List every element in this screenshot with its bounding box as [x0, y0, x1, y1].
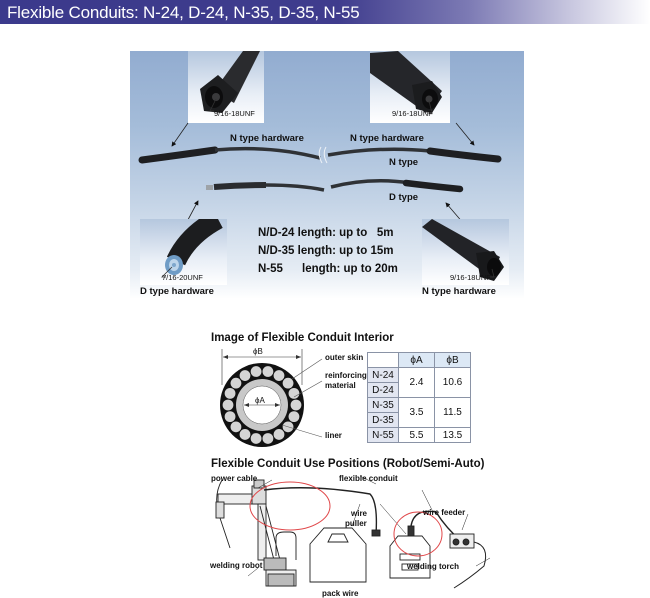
reinforcing-bead	[224, 387, 236, 399]
d-type-label: D type	[389, 192, 419, 203]
thread-spec-label: 7/16-20UNF	[162, 273, 203, 282]
material-label: material	[325, 381, 356, 390]
flexible-conduit-line	[263, 487, 378, 535]
reinforcing-bead	[290, 399, 302, 411]
model-cell: N-24	[367, 367, 399, 383]
table-row: N-24 2.4 10.6	[367, 367, 471, 398]
interior-section-title: Image of Flexible Conduit Interior	[211, 332, 394, 344]
reinforcing-bead	[288, 411, 300, 423]
pack-wire-label: pack wire	[322, 589, 359, 598]
title-bar: Flexible Conduits: N-24, D-24, N-35, D-3…	[0, 0, 650, 24]
reinforcing-bead	[222, 399, 234, 411]
reinforcing-bead	[288, 387, 300, 399]
inset-d-hardware-bottom-left: 7/16-20UNF	[140, 219, 227, 285]
arrow	[455, 122, 475, 146]
model: N-55	[258, 263, 283, 275]
page-title: Flexible Conduits: N-24, D-24, N-35, D-3…	[7, 3, 360, 22]
length-spec-row: N/D-24 length: up to 5m	[258, 227, 394, 239]
reinforcing-bead	[262, 366, 274, 377]
model-cell: N-55	[367, 427, 399, 443]
welding-robot-drawing	[215, 479, 297, 587]
header-cell: ϕB	[434, 352, 471, 368]
reinforcing-bead	[262, 433, 274, 444]
wire-puller-label: puller	[345, 519, 367, 528]
reinforcing-beads	[222, 366, 302, 444]
phi-a-label: ϕA	[255, 396, 265, 405]
n-type-label: N type	[389, 157, 419, 168]
thread-spec-label: 9/16-18UNF	[214, 109, 255, 118]
conduit-cross-section-diagram	[220, 349, 323, 447]
thread-spec-label: 9/16-18UNF	[392, 109, 433, 118]
length-value: 15m	[370, 245, 394, 257]
arrow	[171, 122, 189, 147]
wire-feeder-label: wire feeder	[423, 508, 466, 517]
phi-a-cell: 2.4	[398, 367, 435, 398]
n-hardware-photo	[422, 219, 504, 281]
reinforcing-bead	[239, 429, 251, 440]
reinforcing-label: reinforcing	[325, 371, 367, 380]
model-cell: D-35	[367, 412, 399, 428]
model: N/D-24	[258, 227, 295, 239]
header-cell: ϕA	[398, 352, 435, 368]
use-positions-diagram	[215, 475, 490, 589]
wire-puller-label: wire	[351, 509, 368, 518]
length-spec-row: N/D-35 length: up to 15m	[258, 245, 394, 257]
reinforcing-bead	[224, 411, 236, 423]
reinforcing-bead	[239, 370, 251, 381]
reinforcing-bead	[273, 429, 285, 440]
phi-b-label: ϕB	[253, 347, 263, 356]
reinforcing-bead	[273, 370, 285, 381]
model-cell: N-35	[367, 397, 399, 413]
dimension-table: ϕA ϕB N-24 2.4 10.6 D-24 N-35 3.5 11.5 D…	[367, 352, 471, 443]
flexible-conduit-label: flexible conduit	[339, 474, 398, 483]
phi-a-cell: 5.5	[398, 427, 435, 443]
n-type-hardware-label: N type hardware	[350, 133, 424, 144]
n-type-hardware-label: N type hardware	[422, 286, 496, 297]
pack-wire-drum	[309, 527, 381, 583]
inset-n-hardware-bottom-right: 9/16-18UNF	[422, 219, 509, 285]
reinforcing-bead	[250, 366, 262, 377]
phi-a-cell: 3.5	[398, 397, 435, 428]
n-hardware-photo	[370, 51, 442, 114]
length-value: 20m	[374, 263, 398, 275]
n-type-conduit	[138, 146, 502, 164]
phi-b-cell: 13.5	[434, 427, 471, 443]
d-type-hardware-label: D type hardware	[140, 286, 214, 297]
conduit-photo-panel: 9/16-18UNF 9/16-18UNF	[130, 51, 524, 299]
header-cell	[367, 352, 399, 368]
power-cable-label: power cable	[211, 474, 258, 483]
reinforcing-bead	[230, 377, 242, 389]
d-type-conduit	[206, 179, 464, 193]
reinforcing-bead	[282, 377, 294, 389]
thread-spec-label: 9/16-18UNF	[450, 273, 491, 282]
phi-b-cell: 10.6	[434, 367, 471, 398]
use-positions-title: Flexible Conduit Use Positions (Robot/Se…	[211, 458, 485, 470]
d-hardware-photo	[161, 219, 223, 278]
model-cell: D-24	[367, 382, 399, 398]
table-row: N-55 5.5 13.5	[367, 427, 471, 443]
liner-label: liner	[325, 431, 342, 440]
inset-n-hardware-top-right: 9/16-18UNF	[370, 51, 450, 123]
outer-skin-label: outer skin	[325, 353, 364, 362]
n-hardware-photo	[200, 51, 260, 113]
highlight-circle	[393, 511, 443, 557]
length-value: 5m	[376, 227, 394, 239]
phi-b-cell: 11.5	[434, 397, 471, 428]
wire-feeder-drawing	[449, 533, 475, 549]
reinforcing-bead	[250, 433, 262, 444]
welding-torch-label: welding torch	[407, 562, 459, 571]
welding-torch-cable	[453, 541, 487, 589]
inset-n-hardware-top-left: 9/16-18UNF	[188, 51, 264, 123]
n-type-hardware-label: N type hardware	[230, 133, 304, 144]
highlight-circle	[249, 481, 331, 531]
table-row: N-35 3.5 11.5	[367, 397, 471, 428]
table-row: D-24	[367, 382, 471, 398]
welding-robot-label: welding robot	[210, 561, 263, 570]
table-header-row: ϕA ϕB	[367, 352, 471, 368]
pack-wire-drum	[389, 525, 431, 579]
model: N/D-35	[258, 245, 295, 257]
reinforcing-bead	[230, 421, 242, 433]
